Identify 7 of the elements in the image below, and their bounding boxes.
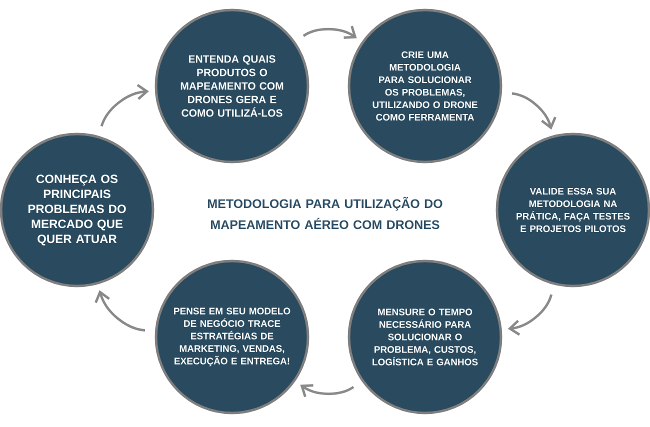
curved-arrow bbox=[302, 26, 357, 39]
curved-arrow bbox=[512, 92, 556, 130]
curved-arrow bbox=[300, 384, 354, 398]
title: METODOLOGIA PARA UTILIZAÇÃO DO MAPEAMENTO AÉREO COM DRONES bbox=[208, 196, 442, 230]
curved-arrow bbox=[94, 290, 146, 332]
curved-arrow bbox=[508, 294, 553, 336]
curved-arrow bbox=[100, 84, 149, 127]
